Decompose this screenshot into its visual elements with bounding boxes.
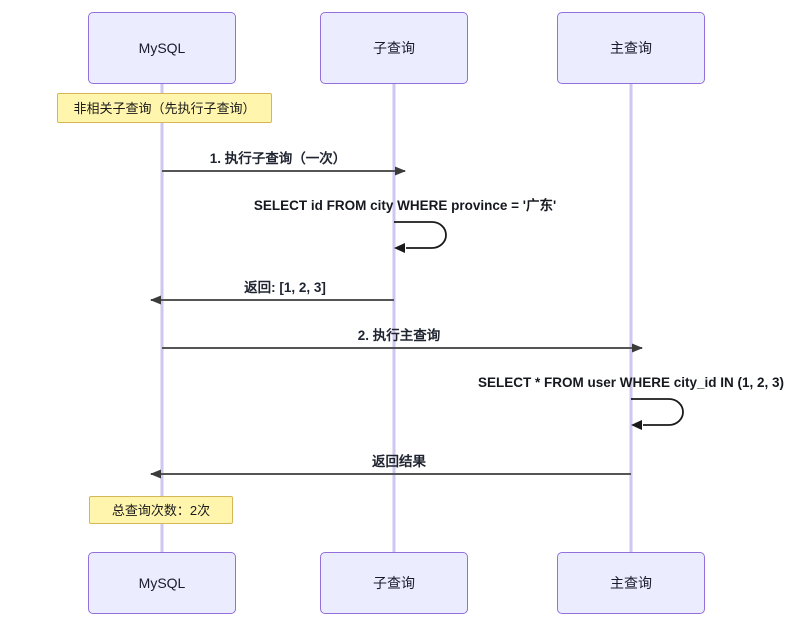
message-label-6: 返回结果 (372, 454, 426, 469)
participant-label-mainquery-top: 主查询 (610, 40, 652, 56)
message-label-1: 1. 执行子查询（一次） (209, 151, 347, 166)
note-label-top: 非相关子查询（先执行子查询） (73, 100, 256, 116)
participant-box-mainquery-bottom[interactable]: 主查询 (557, 552, 705, 614)
participant-label-mainquery-bottom: 主查询 (610, 575, 652, 591)
participant-box-mainquery-top[interactable]: 主查询 (557, 12, 705, 84)
participant-label-mysql-bottom: MySQL (138, 575, 186, 591)
participant-label-subquery-bottom: 子查询 (373, 575, 415, 591)
participant-box-subquery-bottom[interactable]: 子查询 (320, 552, 468, 614)
message-label-5: SELECT * FROM user WHERE city_id IN (1, … (477, 375, 785, 390)
message-label-3: 返回: [1, 2, 3] (244, 280, 326, 295)
participant-box-mysql-top[interactable]: MySQL (88, 12, 236, 84)
message-self-loop-2[interactable] (394, 221, 447, 253)
message-self-loop-5[interactable] (631, 398, 684, 430)
participant-label-subquery-top: 子查询 (373, 40, 415, 56)
participant-box-mysql-bottom[interactable]: MySQL (88, 552, 236, 614)
participant-label-mysql-top: MySQL (138, 40, 186, 56)
message-label-4: 2. 执行主查询 (357, 328, 441, 343)
note-label-bottom: 总查询次数：2次 (111, 502, 211, 518)
note-non-correlated-subquery[interactable]: 非相关子查询（先执行子查询） (57, 93, 272, 123)
participant-box-subquery-top[interactable]: 子查询 (320, 12, 468, 84)
note-total-query-count[interactable]: 总查询次数：2次 (89, 496, 233, 524)
message-label-2: SELECT id FROM city WHERE province = '广东… (253, 198, 557, 213)
